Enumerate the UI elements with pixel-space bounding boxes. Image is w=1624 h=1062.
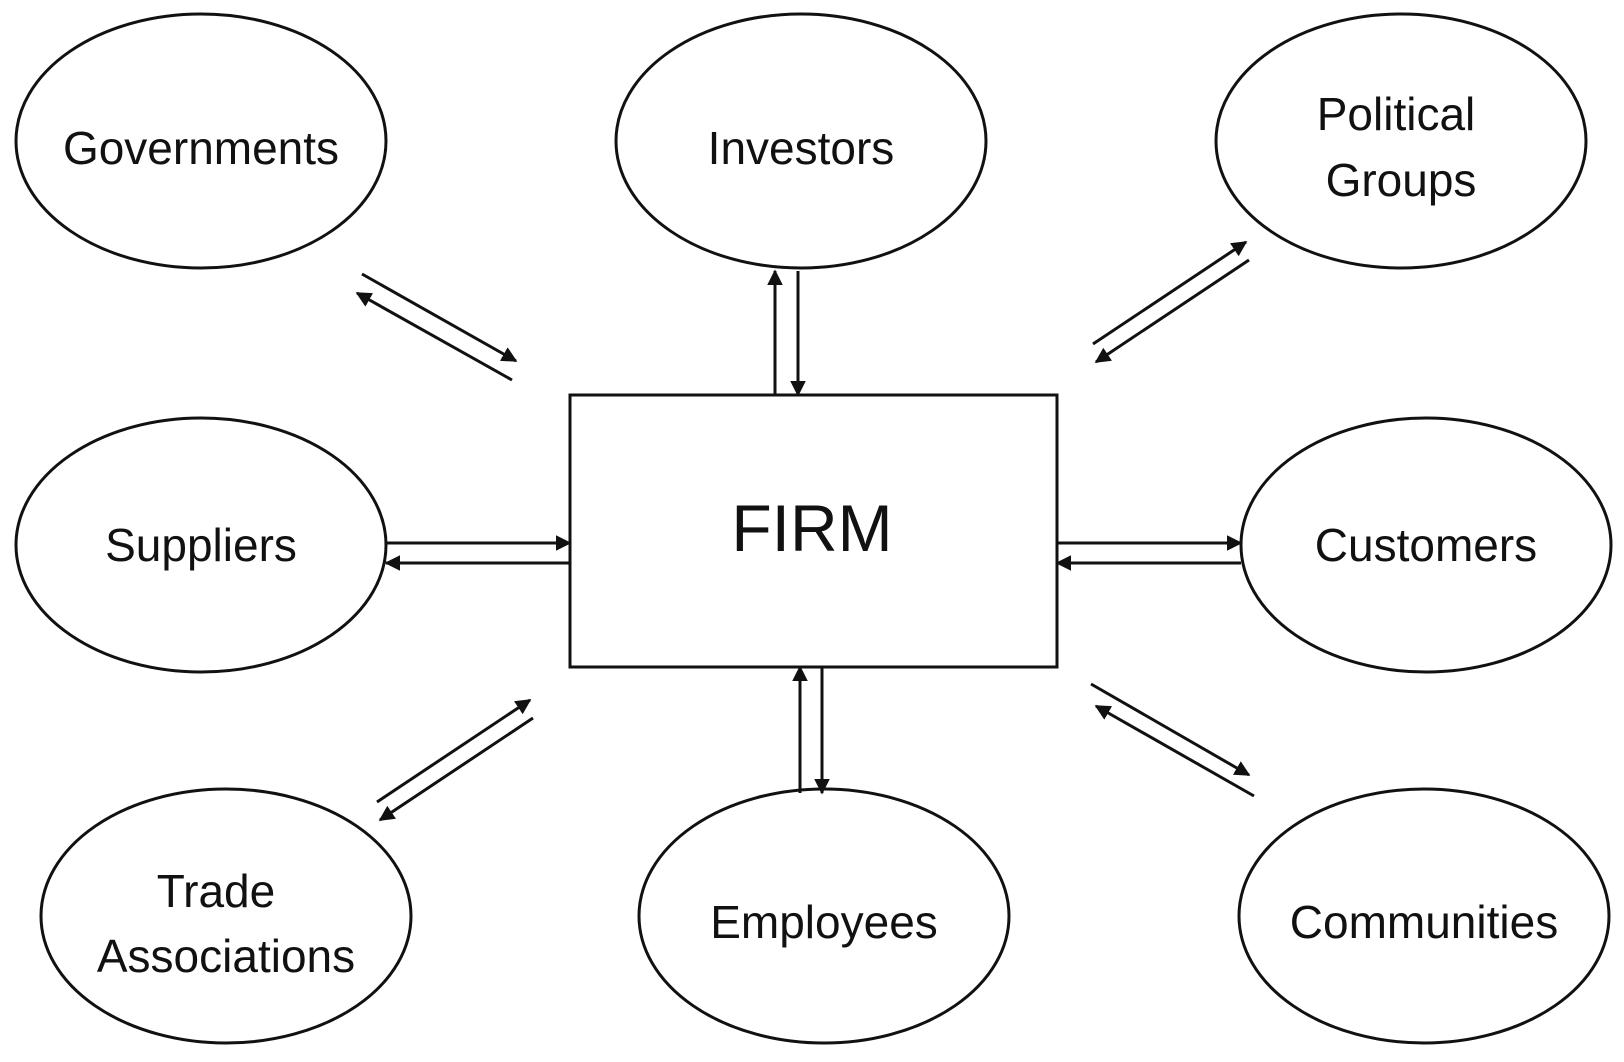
employees-firm-arrows — [792, 665, 830, 795]
arrow-communities-to-firm — [1094, 704, 1255, 798]
firm-label: FIRM — [731, 491, 892, 565]
trade-associations-label-line-1: Trade — [157, 865, 275, 917]
arrow-trade-associations-to-firm — [376, 698, 532, 804]
political-groups-label-line-2: Groups — [1326, 154, 1477, 206]
investors-firm-arrows — [767, 269, 806, 397]
investors-label: Investors — [708, 122, 895, 174]
trade-associations-label-line-2: Associations — [97, 930, 355, 982]
node-political-groups — [1214, 12, 1588, 270]
trade-associations-firm-arrows — [376, 698, 534, 822]
arrow-firm-to-governments — [355, 291, 513, 382]
suppliers-label: Suppliers — [105, 519, 297, 571]
arrow-firm-to-communities — [1090, 682, 1251, 777]
arrow-firm-to-trade-associations — [378, 716, 534, 822]
communities-label: Communities — [1290, 896, 1558, 948]
customers-label: Customers — [1315, 519, 1537, 571]
node-investors — [614, 12, 988, 270]
firm-box: FIRM — [568, 393, 1059, 669]
employees-label: Employees — [710, 896, 938, 948]
suppliers-firm-arrows — [384, 535, 572, 571]
political-groups-firm-arrows — [1092, 240, 1250, 364]
node-governments — [14, 12, 388, 270]
node-suppliers — [14, 416, 388, 674]
governments-label: Governments — [63, 122, 339, 174]
customers-firm-arrows — [1055, 535, 1243, 571]
governments-firm-arrows — [355, 272, 518, 382]
arrow-governments-to-firm — [361, 272, 518, 363]
political-groups-label-line-1: Political — [1317, 88, 1476, 140]
node-trade-associations — [39, 787, 413, 1045]
arrow-political-groups-to-firm — [1094, 258, 1250, 364]
communities-firm-arrows — [1090, 682, 1255, 798]
arrow-firm-to-political-groups — [1092, 240, 1248, 346]
node-communities — [1237, 787, 1611, 1045]
